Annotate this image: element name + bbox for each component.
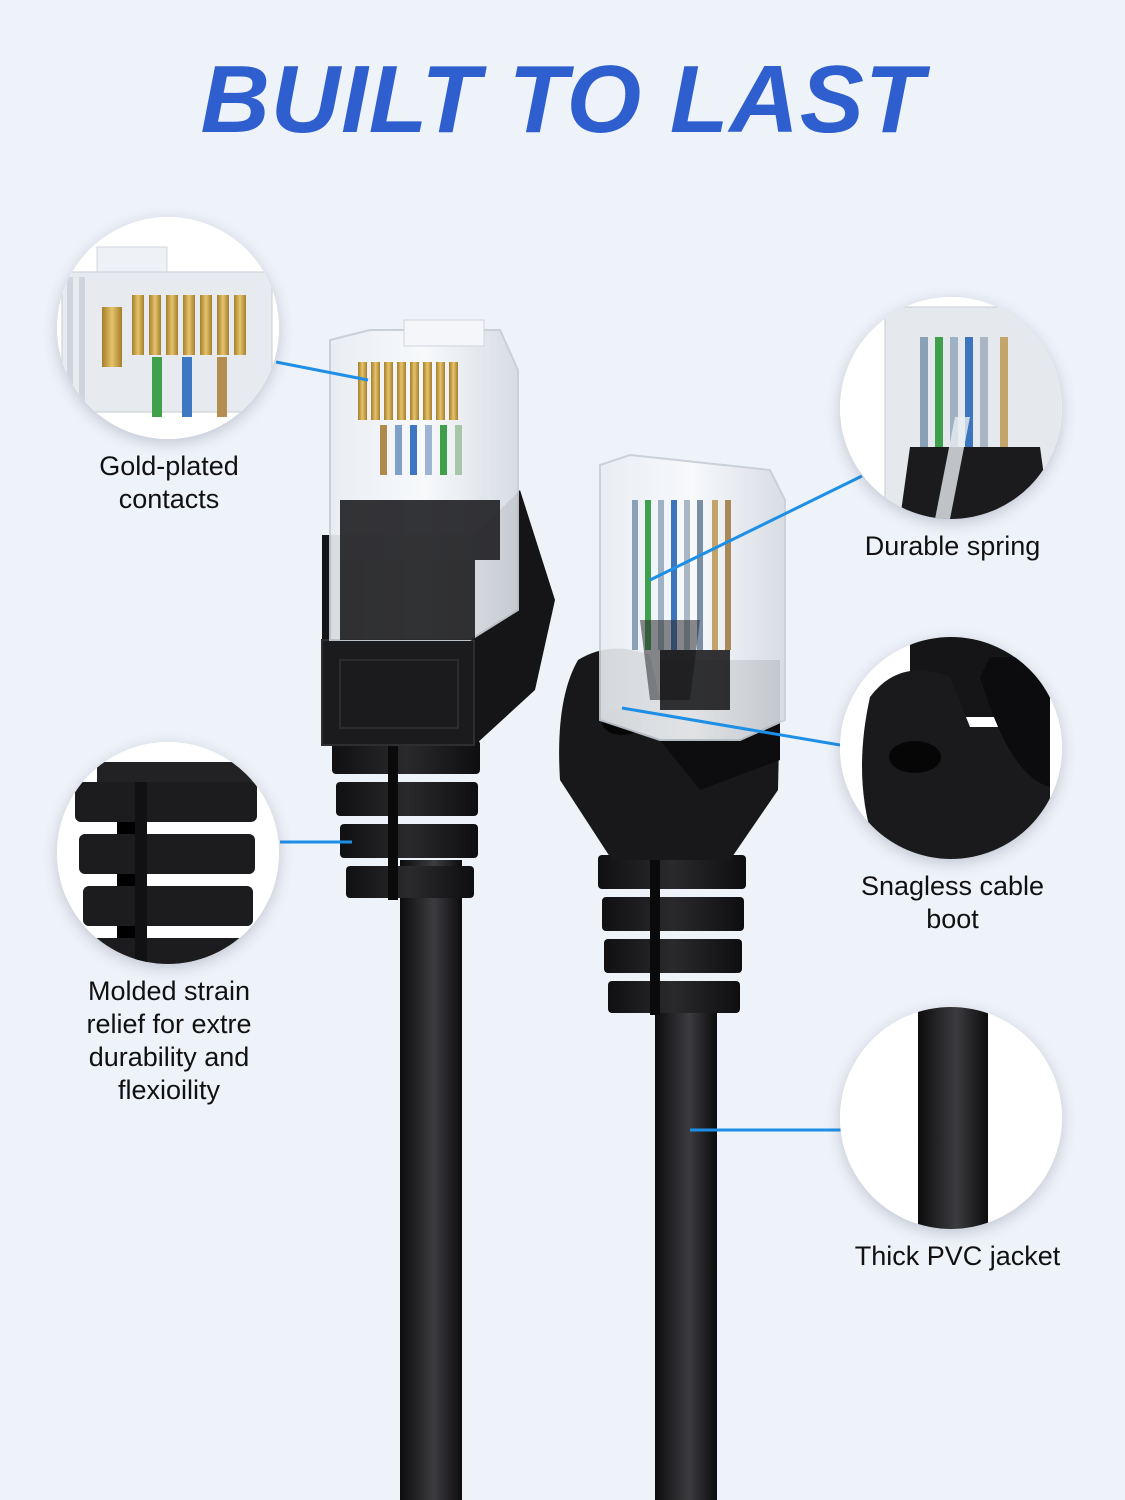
durable-spring-label: Durable spring xyxy=(830,530,1075,563)
snagless-boot-magnifier xyxy=(840,637,1062,859)
right-rj45-plug xyxy=(559,453,786,1500)
leader-lines xyxy=(275,360,863,1132)
label-line: Snagless cable xyxy=(860,871,1045,901)
label-line: relief for extre xyxy=(86,1009,252,1039)
snagless-boot-closeup-icon xyxy=(840,637,1062,859)
gold-contacts-magnifier xyxy=(57,217,279,439)
label-line: boot xyxy=(926,904,979,934)
leader-line-durable-spring xyxy=(649,474,863,582)
pvc-jacket-magnifier xyxy=(840,1007,1062,1229)
label-line: Durable spring xyxy=(864,531,1041,561)
gold-contacts-label: Gold-plated contacts xyxy=(60,450,278,516)
strain-relief-magnifier xyxy=(57,742,279,964)
leader-line-snagless-boot xyxy=(621,706,841,747)
cable-jacket-closeup-icon xyxy=(840,1007,1062,1229)
left-rj45-plug xyxy=(321,319,555,1500)
rj45-contacts-closeup-icon xyxy=(57,217,279,439)
label-line: Molded strain xyxy=(87,976,251,1006)
strain-relief-closeup-icon xyxy=(57,742,279,964)
strain-relief-label: Molded strain relief for extre durabilit… xyxy=(50,975,288,1107)
label-line: Gold-plated xyxy=(99,451,239,481)
page-title: BUILT TO LAST xyxy=(200,46,925,153)
spring-clip-closeup-icon xyxy=(840,297,1062,519)
durable-spring-magnifier xyxy=(840,297,1062,519)
label-line: Thick PVC jacket xyxy=(854,1241,1061,1271)
label-line: durability and xyxy=(88,1042,250,1072)
label-line: contacts xyxy=(118,484,220,514)
label-line: flexioility xyxy=(117,1075,221,1105)
leader-line-gold-contacts xyxy=(275,360,369,382)
pvc-jacket-label: Thick PVC jacket xyxy=(830,1240,1085,1273)
snagless-boot-label: Snagless cable boot xyxy=(830,870,1075,936)
